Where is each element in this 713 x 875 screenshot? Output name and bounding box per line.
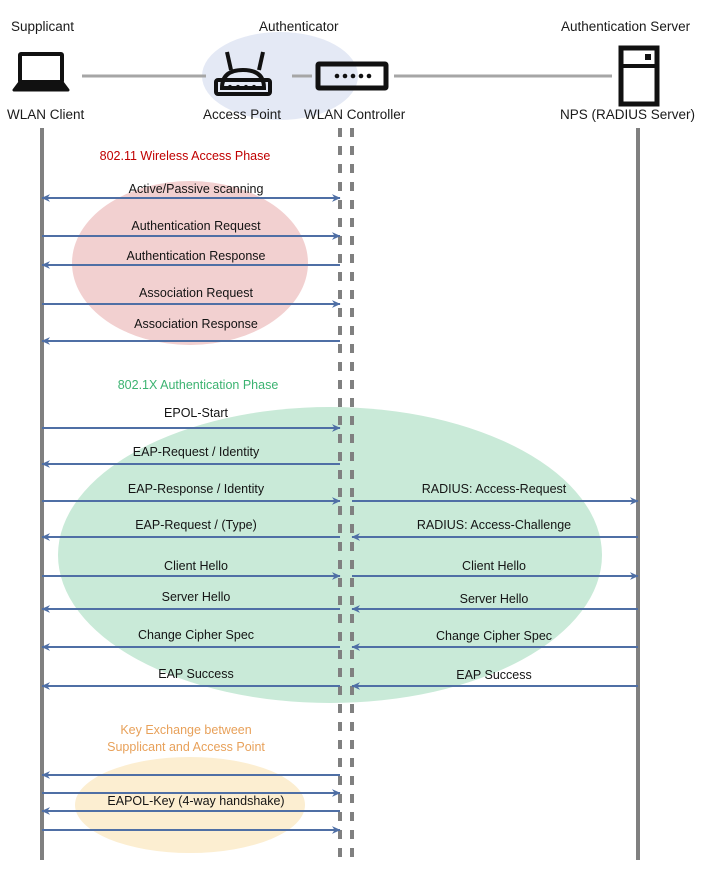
msg-radius-access-challenge-label: RADIUS: Access-Challenge — [416, 518, 572, 532]
phase-label-wireless-access-phase: 802.11 Wireless Access Phase — [99, 149, 271, 163]
device-label-access-point: Access Point — [203, 107, 282, 122]
wlan-controller-icon — [315, 61, 389, 91]
msg-change-cipher-spec-left-label: Change Cipher Spec — [137, 628, 255, 642]
msg-change-cipher-spec-right-label: Change Cipher Spec — [435, 629, 553, 643]
msg-eap-success-left-label: EAP Success — [158, 667, 234, 681]
msg-eap-success-right-label: EAP Success — [456, 668, 532, 682]
msg-eap-request-identity-label: EAP-Request / Identity — [132, 445, 260, 459]
msg-client-hello-left-label: Client Hello — [164, 559, 228, 573]
msg-authentication-request-label: Authentication Request — [131, 219, 261, 233]
lifelines — [40, 128, 640, 860]
msg-server-hello-right-label: Server Hello — [459, 592, 529, 606]
msg-client-hello-right-label: Client Hello — [462, 559, 526, 573]
authenticator-group-ellipse — [202, 32, 358, 120]
msg-radius-access-request-label: RADIUS: Access-Request — [421, 482, 567, 496]
msg-server-hello-left-label: Server Hello — [161, 590, 231, 604]
role-label-supplicant: Supplicant — [11, 19, 75, 34]
msg-eapol-key-3-label: EAPOL-Key (4-way handshake) — [107, 794, 285, 808]
phase-ellipse-dot1x — [58, 407, 602, 703]
role-label-authenticator: Authenticator — [259, 19, 339, 34]
message-arrows — [41, 194, 639, 834]
access-point-icon — [214, 51, 272, 96]
server-icon — [618, 45, 660, 107]
msg-authentication-response-label: Authentication Response — [126, 249, 266, 263]
msg-active-passive-scanning-label: Active/Passive scanning — [128, 182, 264, 196]
role-label-authentication-server: Authentication Server — [561, 19, 691, 34]
msg-eapol-start-label: EPOL-Start — [164, 406, 228, 420]
msg-association-request-label: Association Request — [139, 286, 253, 300]
device-label-wlan-controller: WLAN Controller — [304, 107, 406, 122]
device-label-wlan-client: WLAN Client — [7, 107, 85, 122]
phase-label-dot1x-authentication-phase: 802.1X Authentication Phase — [117, 378, 279, 392]
msg-eap-request-type-label: EAP-Request / (Type) — [135, 518, 257, 532]
device-label-nps-radius-server: NPS (RADIUS Server) — [560, 107, 696, 122]
msg-eap-response-identity-label: EAP-Response / Identity — [127, 482, 265, 496]
msg-association-response-label: Association Response — [134, 317, 258, 331]
laptop-icon — [12, 52, 70, 92]
